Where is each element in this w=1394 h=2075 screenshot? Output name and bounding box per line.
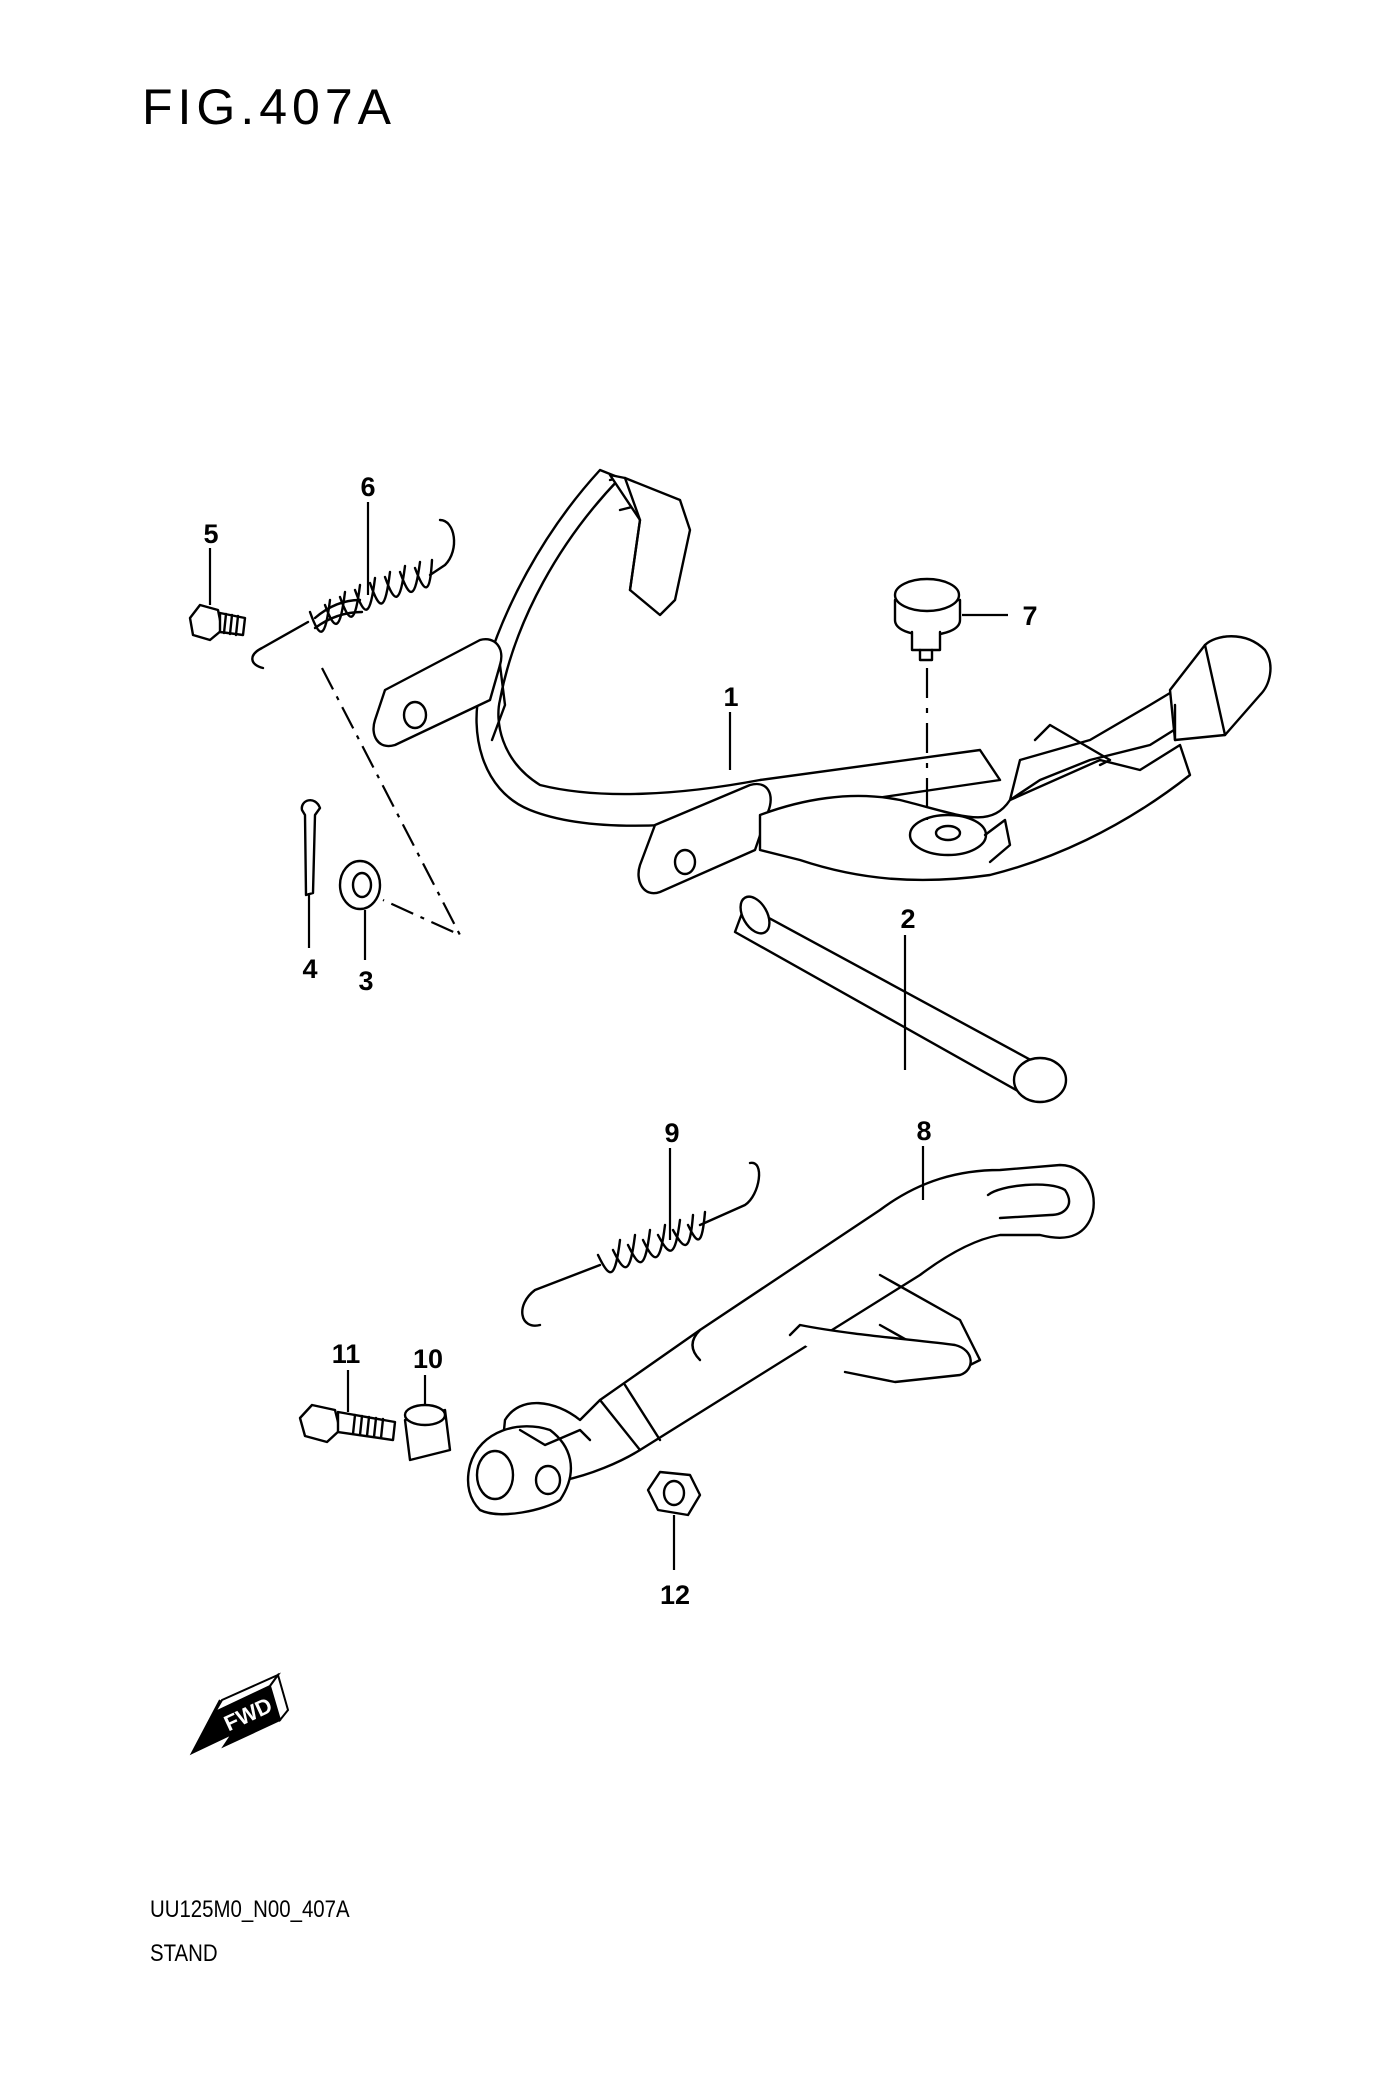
fwd-arrow-icon: FWD — [189, 1672, 290, 1756]
part-2-pin[interactable] — [733, 892, 1068, 1104]
part-7-stopper-rubber[interactable] — [893, 577, 962, 662]
part-8-side-stand[interactable] — [466, 1163, 1095, 1516]
callout-12: 12 — [660, 1580, 690, 1610]
callout-numbers: 1 2 3 4 5 6 7 8 9 10 11 12 — [203, 472, 1037, 1610]
part-12-nut[interactable] — [646, 1470, 702, 1517]
figure-name: STAND — [150, 1940, 218, 1967]
callout-8: 8 — [916, 1116, 931, 1146]
callout-7: 7 — [1022, 601, 1037, 631]
callout-6: 6 — [360, 472, 375, 502]
part-4-cotter-pin[interactable] — [300, 799, 322, 897]
part-11-bolt[interactable] — [298, 1403, 397, 1444]
part-5-bolt[interactable] — [188, 603, 247, 642]
callout-5: 5 — [203, 519, 218, 549]
part-1-main-stand[interactable] — [372, 468, 1272, 895]
callout-10: 10 — [413, 1344, 443, 1374]
part-3-washer[interactable] — [338, 859, 382, 911]
figure-code: UU125M0_N00_407A — [150, 1896, 350, 1923]
part-10-spacer[interactable] — [403, 1403, 452, 1462]
figure-title: FIG.407A — [142, 79, 396, 135]
callout-4: 4 — [302, 954, 317, 984]
callout-11: 11 — [332, 1339, 361, 1369]
callout-3: 3 — [358, 966, 373, 996]
part-6-spring[interactable] — [251, 518, 456, 670]
leader-lines — [208, 502, 1008, 1570]
part-9-spring[interactable] — [521, 1161, 761, 1327]
callout-1: 1 — [723, 682, 738, 712]
callout-9: 9 — [664, 1118, 679, 1148]
callout-2: 2 — [900, 904, 915, 934]
